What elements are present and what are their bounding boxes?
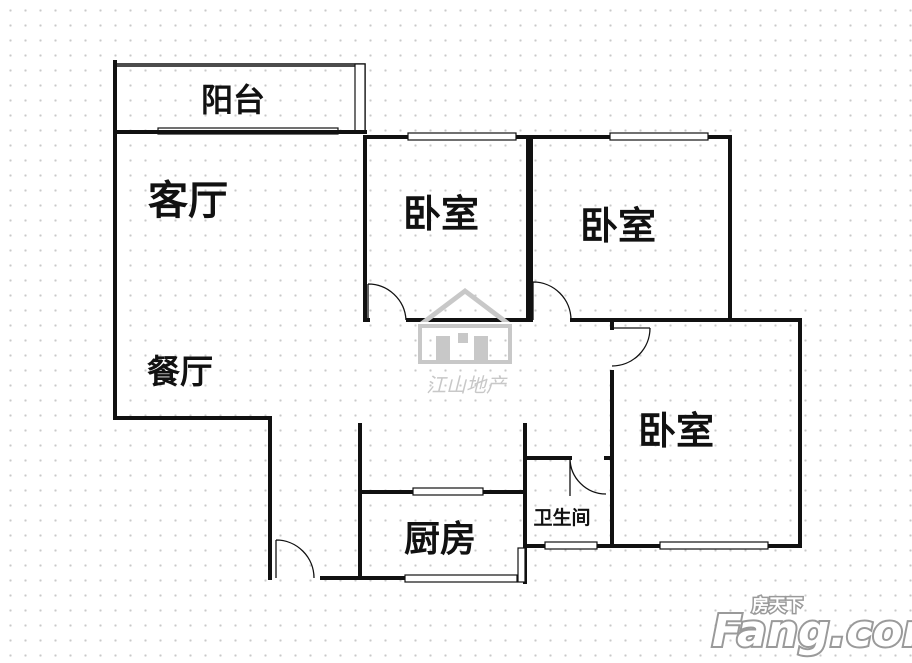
brand-large-text: Fang.com [712, 606, 912, 657]
bedroom-1-window [407, 132, 517, 141]
living-west-wall [113, 60, 272, 580]
label-bedroom-1: 卧室 [403, 192, 479, 236]
entrance-door [275, 539, 315, 579]
kitchen-east-window [517, 547, 526, 583]
bedroom-3-window [659, 541, 769, 550]
bathroom-window [544, 541, 598, 550]
bathroom-door [569, 457, 607, 496]
bedroom-1-door [367, 283, 407, 321]
label-bathroom: 卫生间 [533, 506, 590, 529]
brand-small-text: 房天下 [752, 595, 803, 616]
label-dining-room: 餐厅 [147, 352, 213, 391]
bedroom-3-door [611, 327, 651, 367]
doors [275, 281, 651, 579]
bedroom-2-window [609, 132, 709, 141]
brand-logo: 房天下 Fang.com [710, 594, 912, 660]
watermark-text: 江山地产 [426, 373, 508, 397]
house-logo-icon [418, 288, 512, 364]
kitchen-north-window [412, 487, 484, 496]
windows [404, 132, 769, 583]
label-living-room: 客厅 [148, 178, 228, 224]
kitchen-south-window [404, 574, 518, 583]
label-bedroom-3: 卧室 [638, 409, 714, 453]
balcony-side-window [354, 63, 366, 133]
label-kitchen: 厨房 [404, 519, 476, 560]
label-balcony: 阳台 [201, 81, 265, 119]
bedroom-2-door [532, 281, 572, 321]
label-bedroom-2: 卧室 [580, 204, 656, 248]
